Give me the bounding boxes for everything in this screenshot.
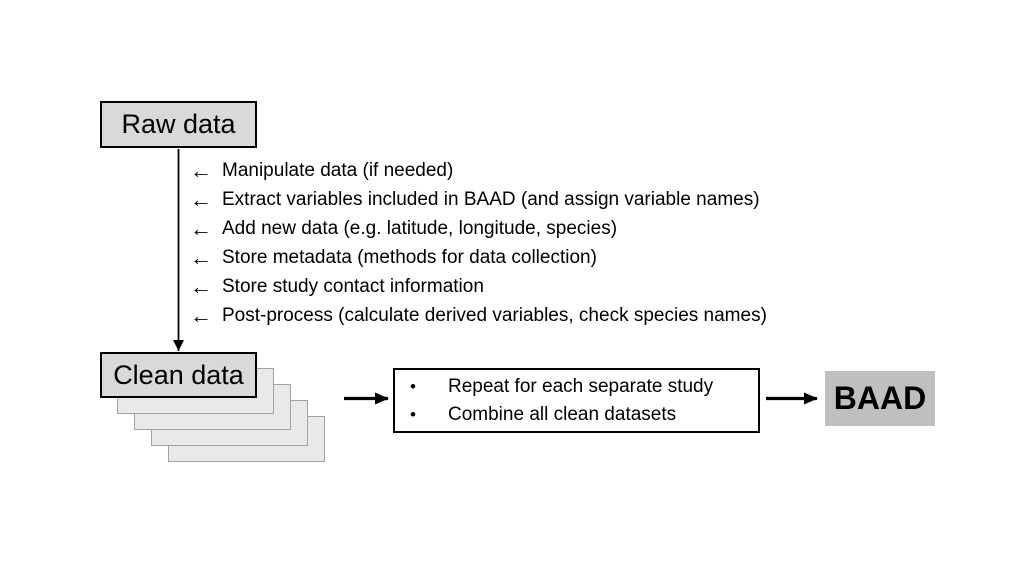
process-step-label: Post-process (calculate derived variable… xyxy=(222,304,767,326)
clean-data-label: Clean data xyxy=(113,359,244,390)
raw-data-box: Raw data xyxy=(100,101,257,148)
process-step: ← Extract variables included in BAAD (an… xyxy=(190,185,767,214)
clean-data-box: Clean data xyxy=(100,352,257,398)
bullet-icon: • xyxy=(410,404,416,424)
left-arrow-icon: ← xyxy=(190,186,212,212)
process-step-label: Store metadata (methods for data collect… xyxy=(222,246,597,268)
process-step-label: Store study contact information xyxy=(222,275,484,297)
bullet-icon: • xyxy=(410,376,416,396)
bullet-item: • Repeat for each separate study xyxy=(410,373,758,401)
process-summary-box: • Repeat for each separate study • Combi… xyxy=(393,368,760,433)
raw-data-label: Raw data xyxy=(121,109,236,139)
process-step-label: Manipulate data (if needed) xyxy=(222,159,454,181)
bullet-item-label: Combine all clean datasets xyxy=(448,403,677,425)
process-step: ← Store study contact information xyxy=(190,272,767,301)
left-arrow-icon: ← xyxy=(190,157,212,183)
process-step-label: Extract variables included in BAAD (and … xyxy=(222,188,760,210)
left-arrow-icon: ← xyxy=(190,244,212,270)
left-arrow-icon: ← xyxy=(190,273,212,299)
process-step: ← Manipulate data (if needed) xyxy=(190,156,767,185)
bullet-item-label: Repeat for each separate study xyxy=(448,375,714,397)
baad-box: BAAD xyxy=(825,371,935,426)
process-step: ← Post-process (calculate derived variab… xyxy=(190,301,767,330)
process-step: ← Store metadata (methods for data colle… xyxy=(190,243,767,272)
process-steps-list: ← Manipulate data (if needed) ← Extract … xyxy=(190,156,767,330)
process-step-label: Add new data (e.g. latitude, longitude, … xyxy=(222,217,618,239)
left-arrow-icon: ← xyxy=(190,302,212,328)
left-arrow-icon: ← xyxy=(190,215,212,241)
baad-label: BAAD xyxy=(833,380,927,416)
process-step: ← Add new data (e.g. latitude, longitude… xyxy=(190,214,767,243)
bullet-item: • Combine all clean datasets xyxy=(410,401,758,429)
